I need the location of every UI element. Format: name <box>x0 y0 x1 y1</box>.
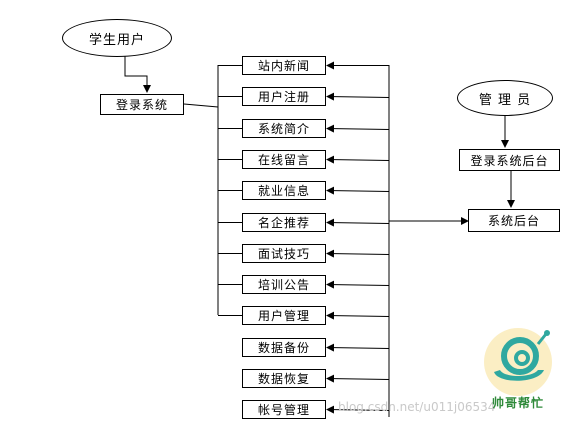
module-box: 面试技巧 <box>242 244 326 263</box>
right-bus-arrows <box>326 61 390 414</box>
admin-login-node: 登录系统后台 <box>459 149 560 171</box>
logo-text: 帅哥帮忙 <box>491 396 544 410</box>
edge-student-to-login <box>124 56 151 93</box>
left-bracket-branches <box>218 65 242 316</box>
module-box: 数据备份 <box>242 338 326 357</box>
bus-arrow <box>326 155 390 164</box>
module-box: 用户注册 <box>242 87 326 106</box>
bus-arrow <box>326 343 390 352</box>
bus-arrow <box>326 249 390 258</box>
login-system-node: 登录系统 <box>100 94 184 115</box>
module-box: 就业信息 <box>242 181 326 200</box>
bus-arrow <box>326 124 390 133</box>
module-box: 数据恢复 <box>242 369 326 388</box>
admin-node: 管 理 员 <box>457 80 553 116</box>
bus-arrow <box>326 218 390 227</box>
module-box: 用户管理 <box>242 306 326 325</box>
module-box: 站内新闻 <box>242 56 326 75</box>
bus-arrow <box>326 405 390 414</box>
watermark-url: blog.csdn.net/u011j06534 <box>338 400 496 414</box>
bus-arrow <box>326 374 390 383</box>
watermark-logo: 帅哥帮忙 <box>476 326 560 418</box>
system-backend-node: 系统后台 <box>468 209 560 232</box>
edge-login-to-bracket <box>183 103 219 108</box>
student-user-node: 学生用户 <box>62 19 172 57</box>
bus-arrow <box>326 280 390 289</box>
module-box: 名企推荐 <box>242 213 326 232</box>
module-box: 培训公告 <box>242 275 326 294</box>
module-box: 帐号管理 <box>242 400 326 419</box>
bus-arrow <box>326 311 390 320</box>
bus-arrow <box>326 92 390 101</box>
snail-logo-icon <box>484 328 552 396</box>
module-box: 系统简介 <box>242 119 326 138</box>
module-box: 在线留言 <box>242 150 326 169</box>
bus-arrow <box>326 186 390 195</box>
